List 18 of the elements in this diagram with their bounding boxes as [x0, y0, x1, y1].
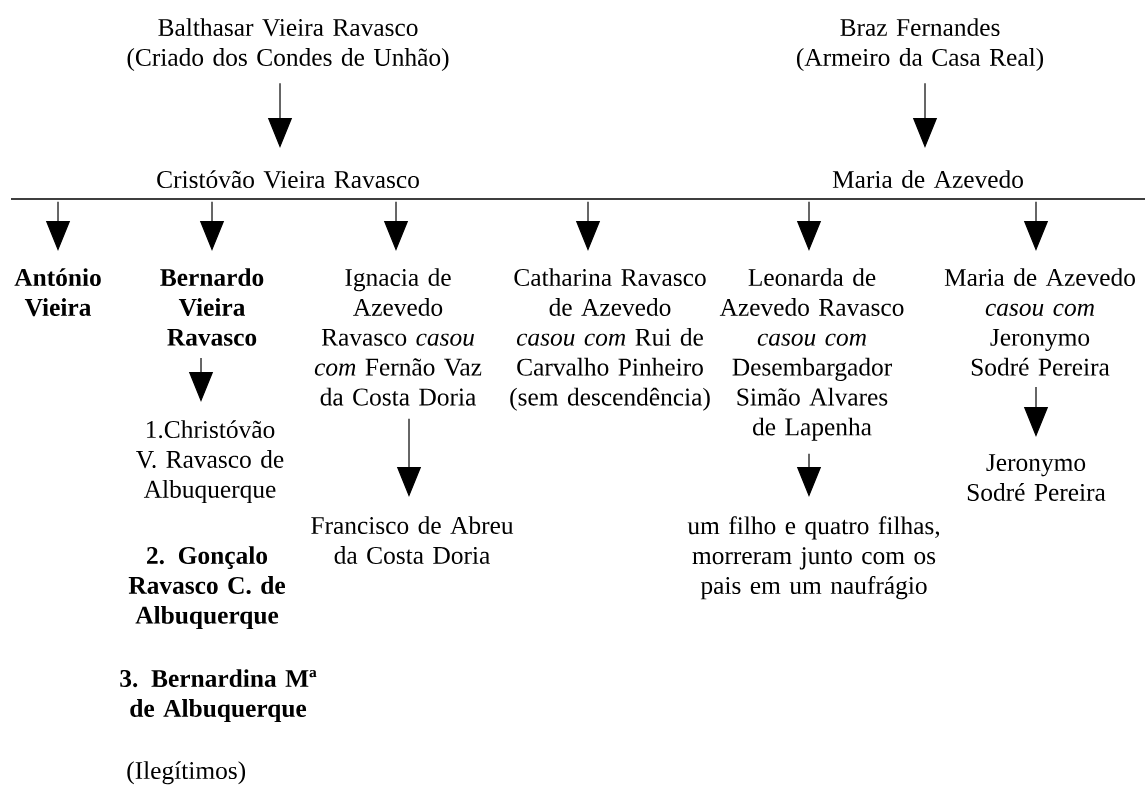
- person-name: Bernardo Vieira Ravasco: [160, 268, 264, 346]
- person-name: Leonarda de Azevedo Ravasco casou com Desembargador Simão Alvares de Lapenha: [719, 268, 904, 441]
- child-name: 3. Bernardina Mª de Albuquerque: [120, 669, 317, 723]
- person-name: Francisco de Abreu da Costa Doria: [311, 516, 514, 564]
- person-name: Maria de Azevedo casou com Jeronymo Sodré Pereira: [944, 268, 1135, 376]
- person-name: Catharina Ravasco de Azevedo casou com Rui de Carvalho Pinheiro (sem descendência): [510, 268, 710, 411]
- child-name: (Ilegítimos): [127, 761, 246, 785]
- person-name: António Vieira: [14, 268, 101, 317]
- child-name: 2. Gonçalo Ravasco C. de Albuquerque: [128, 546, 285, 629]
- person-name: um filho e quatro filhas, morreram junto com os pais em um naufrágio: [687, 516, 940, 600]
- person-name: Ignacia de Azevedo Ravasco casou com Fernão Vaz da Costa Doria: [314, 268, 482, 406]
- family-line: [10, 198, 1145, 200]
- person-name: 1.Christóvão V. Ravasco de Albuquerque: [136, 420, 284, 504]
- person-name: Maria de Azevedo: [832, 170, 1023, 189]
- person-name: Cristóvão Vieira Ravasco: [157, 170, 419, 189]
- person-name: Jeronymo Sodré Pereira: [967, 454, 1106, 501]
- person-name: Balthasar Vieira Ravasco (Criado dos Condes de Unhão): [127, 18, 449, 72]
- person-name: Braz Fernandes (Armeiro da Casa Real): [796, 18, 1044, 72]
